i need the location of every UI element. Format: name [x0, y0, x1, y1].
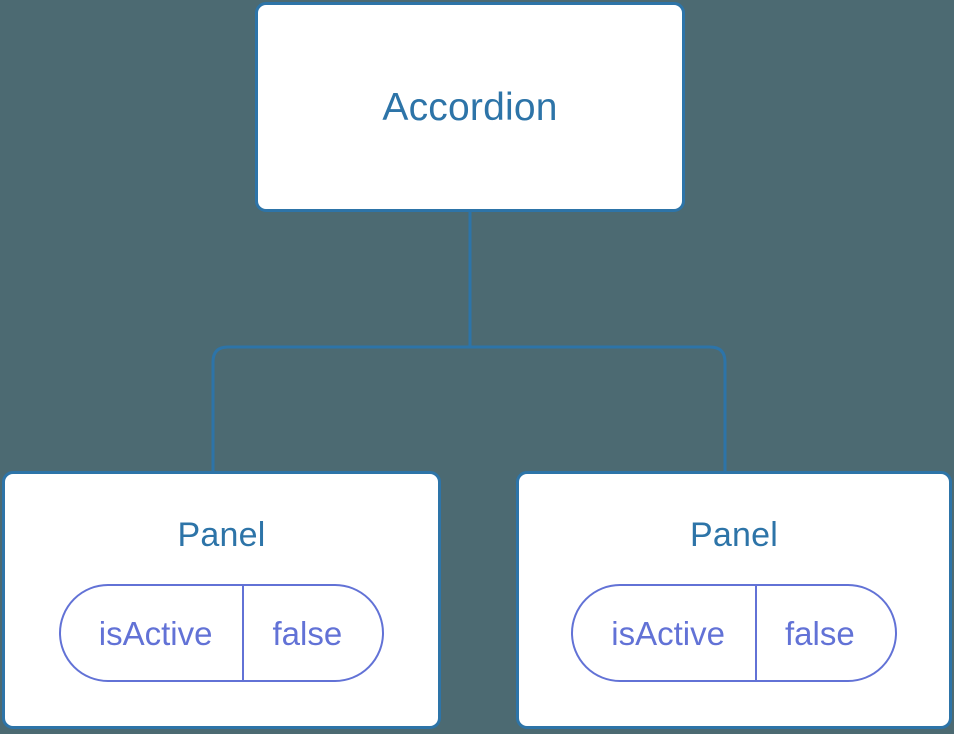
edge-root-to-panel-left [211, 345, 470, 472]
node-panel-left[interactable]: Panel isActive false [2, 471, 441, 729]
edge-root-to-panel-right [470, 345, 727, 472]
node-accordion-label: Accordion [382, 85, 558, 129]
node-accordion[interactable]: Accordion [255, 2, 685, 212]
state-pill-panel-right[interactable]: isActive false [571, 584, 897, 682]
state-pill-key: isActive [61, 586, 245, 680]
state-pill-panel-left[interactable]: isActive false [58, 584, 385, 682]
state-pill-value: false [784, 614, 855, 652]
state-pill-value: false [272, 614, 343, 652]
state-pill-key: isActive [573, 586, 757, 680]
node-panel-right[interactable]: Panel isActive false [516, 471, 952, 729]
node-panel-left-label: Panel [177, 516, 266, 554]
node-panel-right-label: Panel [690, 516, 778, 554]
